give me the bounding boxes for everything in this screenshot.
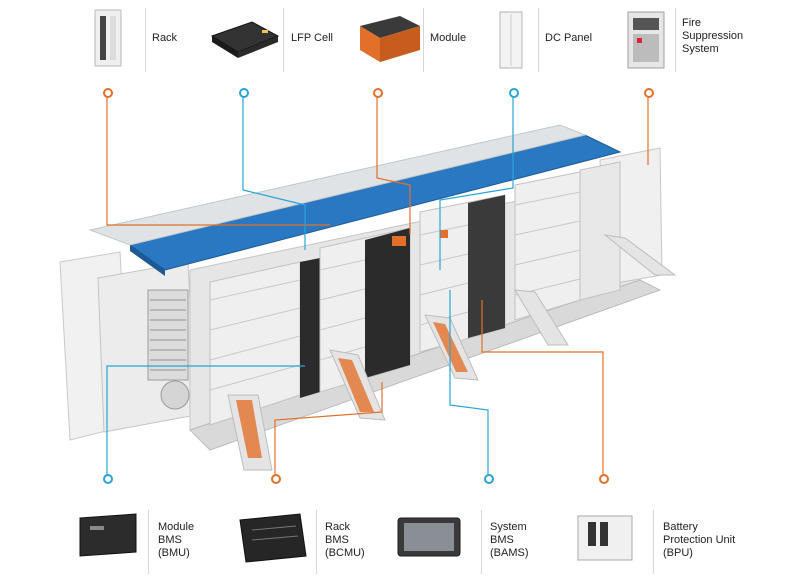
fire-suppression-label: Fire Suppression System (682, 17, 744, 55)
divider (145, 8, 146, 72)
dc-panel-callout-dot (509, 88, 519, 98)
rack-bms-thumbnail (239, 513, 307, 563)
rack-label: Rack (152, 32, 178, 44)
callout-lines (106, 95, 649, 478)
system-bms-thumbnail (397, 517, 461, 557)
module-bms-callout-dot (103, 474, 113, 484)
bpu-callout-dot (599, 474, 609, 484)
divider (316, 510, 317, 574)
module-bms-thumbnail (79, 513, 137, 557)
lfp-cell-label: LFP Cell (291, 32, 333, 44)
system-bms-label: System BMS (BAMS) (490, 521, 529, 559)
divider (538, 8, 539, 72)
system-bms-callout-dot (484, 474, 494, 484)
rack-cabinets (209, 161, 621, 426)
module-bms-label: Module BMS (BMU) (158, 521, 195, 559)
divider (653, 510, 654, 574)
bottom-component-row: Module BMS (BMU) Rack BMS (BCMU) System … (0, 500, 790, 580)
dc-panel-label: DC Panel (545, 32, 593, 44)
rack-bms-label: Rack BMS (BCMU) (325, 521, 365, 559)
divider (481, 510, 482, 574)
module-label: Module (430, 32, 467, 44)
top-component-row: Rack LFP Cell Module DC Panel Fire Suppr… (0, 0, 790, 80)
rack-thumbnail (94, 9, 122, 67)
open-doors (227, 234, 677, 471)
fire-suppression-thumbnail (627, 11, 665, 69)
divider (148, 510, 149, 574)
lfp-cell-callout-dot (239, 88, 249, 98)
lfp-cell-thumbnail (210, 21, 280, 58)
fire-suppression-callout-dot (644, 88, 654, 98)
divider (283, 8, 284, 72)
bpu-thumbnail (577, 515, 633, 561)
divider (675, 8, 676, 72)
module-callout-dot (373, 88, 383, 98)
module-thumbnail (360, 16, 420, 62)
bpu-label: Battery Protection Unit (BPU) (663, 521, 736, 559)
rack-bms-callout-dot (271, 474, 281, 484)
divider (423, 8, 424, 72)
rack-callout-dot (103, 88, 113, 98)
dc-panel-thumbnail (499, 11, 523, 69)
